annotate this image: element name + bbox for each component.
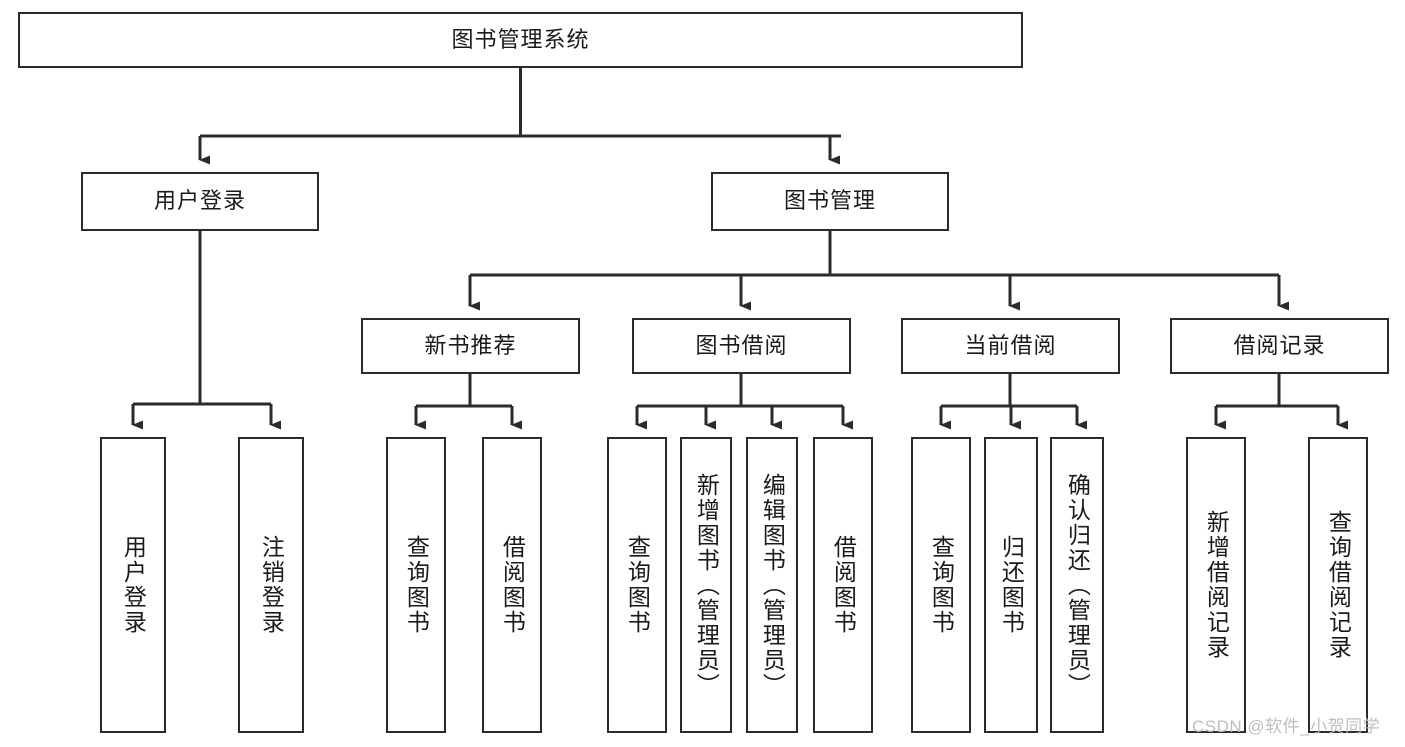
node-label: 图书管理 (783, 188, 876, 214)
node-root-system[interactable]: 图书管理系统 (18, 12, 1023, 68)
node-label: 归还图书 (998, 535, 1025, 635)
leaf-node[interactable]: 用户登录 (100, 437, 166, 733)
edges-root-to-level2 (198, 68, 841, 165)
node-label: 新增图书（管理员） (693, 472, 720, 698)
leaf-node[interactable]: 注销登录 (238, 437, 304, 733)
edges-current-to-leaves (939, 374, 1087, 430)
node-label: 借阅图书 (830, 535, 857, 635)
node-label: 借阅图书 (499, 535, 526, 635)
leaf-node[interactable]: 确认归还（管理员） (1050, 437, 1104, 733)
node-book-management[interactable]: 图书管理 (711, 172, 949, 231)
leaf-node[interactable]: 新增图书（管理员） (680, 437, 732, 733)
node-label: 编辑图书（管理员） (759, 472, 786, 698)
leaf-node[interactable]: 查询图书 (607, 437, 667, 733)
leaf-node[interactable]: 借阅图书 (482, 437, 542, 733)
node-new-book-recommend[interactable]: 新书推荐 (361, 318, 580, 374)
node-label: 查询图书 (403, 535, 430, 635)
leaf-node[interactable]: 新增借阅记录 (1186, 437, 1246, 733)
leaf-node[interactable]: 查询图书 (386, 437, 446, 733)
node-label: 注销登录 (258, 535, 285, 635)
leaf-node[interactable]: 查询借阅记录 (1308, 437, 1368, 733)
edges-records-to-leaves (1214, 374, 1348, 430)
leaf-node[interactable]: 借阅图书 (813, 437, 873, 733)
node-label: 当前借阅 (964, 332, 1057, 358)
leaf-node[interactable]: 查询图书 (911, 437, 971, 733)
node-label: 图书管理系统 (451, 26, 590, 52)
node-label: 查询图书 (624, 535, 651, 635)
leaf-node[interactable]: 归还图书 (984, 437, 1038, 733)
node-label: 查询图书 (928, 535, 955, 635)
leaf-node[interactable]: 编辑图书（管理员） (746, 437, 798, 733)
node-borrow-records[interactable]: 借阅记录 (1170, 318, 1389, 374)
node-label: 确认归还（管理员） (1064, 472, 1091, 698)
edges-borrow-to-leaves (635, 374, 853, 430)
edges-userlogin-to-leaves (131, 231, 281, 430)
node-label: 借阅记录 (1233, 332, 1326, 358)
edges-newbook-to-leaves (414, 374, 522, 430)
node-label: 用户登录 (120, 535, 147, 635)
csdn-watermark: CSDN @软件_小贺同学 (1192, 717, 1381, 736)
node-label: 查询借阅记录 (1325, 510, 1352, 660)
node-user-login[interactable]: 用户登录 (81, 172, 319, 231)
edges-bookmgmt-to-level3 (468, 231, 1289, 311)
node-label: 新书推荐 (424, 332, 517, 358)
node-label: 新增借阅记录 (1203, 510, 1230, 660)
node-current-borrow[interactable]: 当前借阅 (901, 318, 1120, 374)
node-label: 图书借阅 (695, 332, 788, 358)
node-label: 用户登录 (153, 188, 246, 214)
node-book-borrow[interactable]: 图书借阅 (632, 318, 851, 374)
